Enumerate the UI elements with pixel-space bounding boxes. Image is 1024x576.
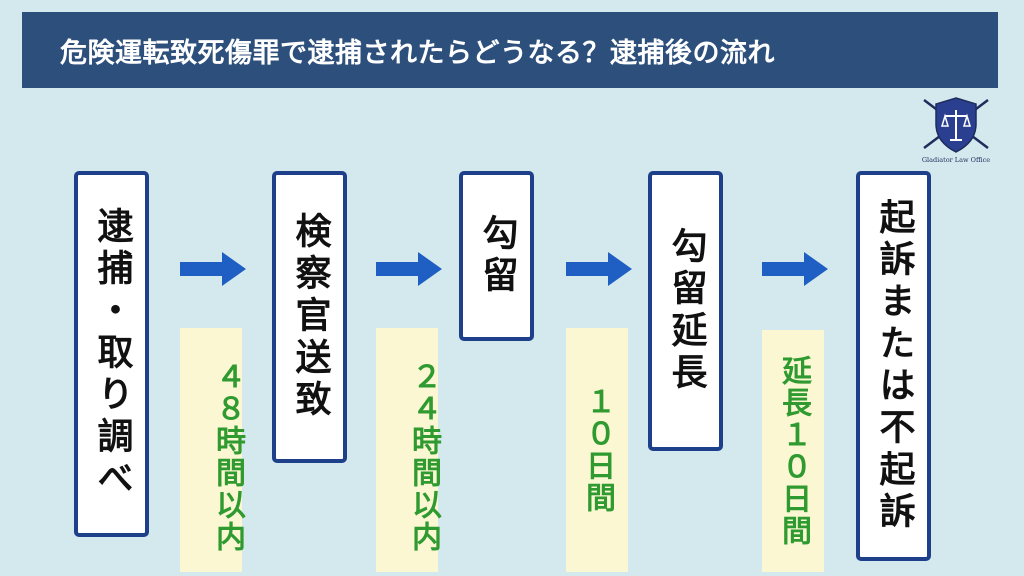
duration-24h: ２４時間以内 (376, 328, 441, 572)
step-detention-extension: 勾留延長 (648, 171, 723, 451)
logo: Gladiator Law Office (918, 94, 994, 174)
duration-label: 延長１０日間 (776, 355, 811, 547)
arrow-right-icon (762, 252, 828, 286)
step-label: 起訴または不起訴 (873, 198, 915, 534)
shield-scales-icon (923, 97, 989, 153)
arrow-right-icon (566, 252, 632, 286)
logo-text: Gladiator Law Office (921, 156, 991, 164)
duration-label: １０日間 (580, 386, 615, 514)
step-detention: 勾留 (459, 171, 534, 341)
duration-extension-10days: 延長１０日間 (762, 330, 824, 572)
step-label: 逮捕・取り調べ (91, 207, 133, 501)
step-prosecutor-referral: 検察官送致 (272, 171, 347, 463)
step-label: 勾留 (476, 214, 518, 298)
step-indictment-decision: 起訴または不起訴 (856, 171, 931, 561)
step-label: 勾留延長 (665, 227, 707, 395)
duration-10days: １０日間 (566, 328, 628, 572)
duration-label: ２４時間以内 (406, 361, 441, 553)
arrow-right-icon (180, 252, 246, 286)
duration-label: ４８時間以内 (210, 361, 245, 553)
page-title: 危険運転致死傷罪で逮捕されたらどうなる？逮捕後の流れ (22, 12, 998, 88)
step-label: 検察官送致 (289, 212, 331, 422)
arrow-right-icon (376, 252, 442, 286)
step-arrest: 逮捕・取り調べ (74, 171, 149, 537)
duration-48h: ４８時間以内 (180, 328, 245, 572)
